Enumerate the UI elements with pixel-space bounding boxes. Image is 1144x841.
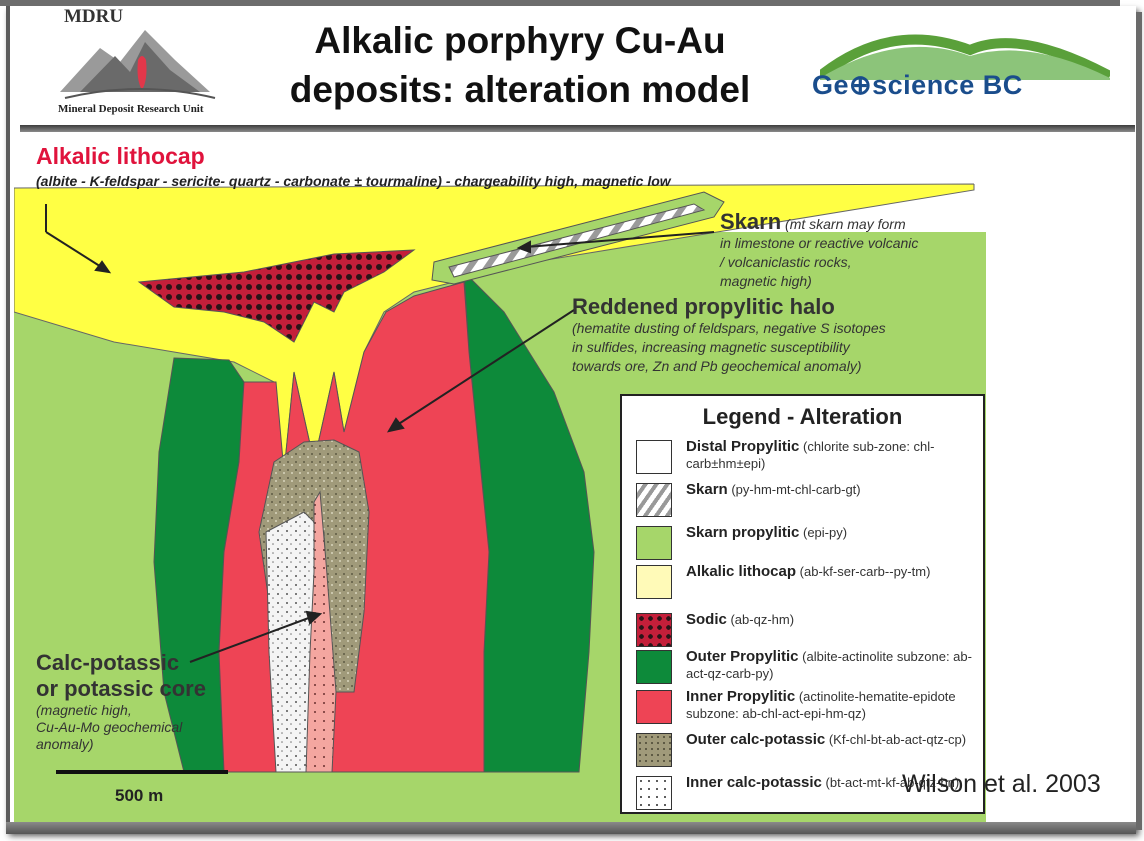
right-border <box>1136 12 1142 830</box>
legend-item-name: Skarn propylitic <box>686 524 799 541</box>
legend-item-desc: (Kf-chl-bt-ab-act-qtz-cp) <box>829 732 966 747</box>
legend-text: Skarn propylitic (epi-py) <box>686 524 976 541</box>
slide-title: Alkalic porphyry Cu-Au deposits: alterat… <box>240 16 800 114</box>
legend-swatch <box>636 733 672 767</box>
legend-item: Outer calc-potassic (Kf-chl-bt-ab-act-qt… <box>636 731 981 771</box>
legend-item-name: Sodic <box>686 611 727 628</box>
skarn-title: Skarn <box>720 209 781 234</box>
legend-item: Outer Propylitic (albite-actinolite subz… <box>636 648 981 688</box>
skarn-desc-1: (mt skarn may form <box>785 216 906 232</box>
halo-desc-2: in sulfides, increasing magnetic suscept… <box>572 338 886 357</box>
halo-desc-1: (hematite dusting of feldspars, negative… <box>572 319 886 338</box>
title-line-2: deposits: alteration model <box>240 65 800 114</box>
legend-item: Sodic (ab-qz-hm) <box>636 611 981 651</box>
skarn-desc-3: / volcaniclastic rocks, <box>720 254 851 270</box>
legend-item-desc: (py-hm-mt-chl-carb-gt) <box>731 482 860 497</box>
legend-item-name: Inner Propylitic <box>686 688 795 705</box>
legend-item: Skarn propylitic (epi-py) <box>636 524 981 564</box>
halo-label: Reddened propylitic halo (hematite dusti… <box>572 297 886 376</box>
citation: Wilson et al. 2003 <box>902 770 1101 799</box>
core-title-2: or potassic core <box>36 676 206 702</box>
legend-text: Distal Propylitic (chlorite sub-zone: ch… <box>686 438 976 472</box>
legend-item-name: Alkalic lithocap <box>686 563 796 580</box>
legend-swatch <box>636 613 672 647</box>
title-divider <box>20 125 1135 132</box>
legend-swatch <box>636 690 672 724</box>
legend-item-desc: (ab-qz-hm) <box>730 612 794 627</box>
legend-item: Skarn (py-hm-mt-chl-carb-gt) <box>636 481 981 521</box>
skarn-desc-2: in limestone or reactive volcanic <box>720 235 918 251</box>
halo-desc-3: towards ore, Zn and Pb geochemical anoma… <box>572 357 886 376</box>
mdru-logo-text: MDRU <box>64 6 123 28</box>
geoscience-bc-text: Ge⊕science BC <box>812 70 1023 101</box>
legend-item-name: Inner calc-potassic <box>686 774 822 791</box>
mountain-logo-icon <box>60 20 220 104</box>
legend-box: Legend - Alteration Distal Propylitic (c… <box>620 394 985 814</box>
top-border <box>0 0 1120 6</box>
core-desc-1: (magnetic high, <box>36 702 206 719</box>
lithocap-label: Alkalic lithocap <box>36 143 205 170</box>
legend-swatch <box>636 650 672 684</box>
legend-item-desc: (epi-py) <box>803 525 847 540</box>
scale-bar-label: 500 m <box>115 786 163 806</box>
legend-item-name: Distal Propylitic <box>686 438 799 455</box>
legend-swatch <box>636 483 672 517</box>
core-title-1: Calc-potassic <box>36 650 206 676</box>
halo-title: Reddened propylitic halo <box>572 297 886 316</box>
title-line-1: Alkalic porphyry Cu-Au <box>240 16 800 65</box>
legend-item: Alkalic lithocap (ab-kf-ser-carb--py-tm) <box>636 563 981 603</box>
lithocap-description: (albite - K-feldspar - sericite- quartz … <box>36 173 671 189</box>
core-label: Calc-potassic or potassic core (magnetic… <box>36 650 206 753</box>
legend-item-desc: (ab-kf-ser-carb--py-tm) <box>800 564 931 579</box>
legend-swatch <box>636 565 672 599</box>
legend-swatch <box>636 526 672 560</box>
legend-item: Inner Propylitic (actinolite-hematite-ep… <box>636 688 981 728</box>
legend-item-name: Skarn <box>686 481 728 498</box>
legend-swatch <box>636 776 672 810</box>
legend-text: Skarn (py-hm-mt-chl-carb-gt) <box>686 481 976 498</box>
legend-text: Sodic (ab-qz-hm) <box>686 611 976 628</box>
legend-text: Inner Propylitic (actinolite-hematite-ep… <box>686 688 976 722</box>
legend-text: Alkalic lithocap (ab-kf-ser-carb--py-tm) <box>686 563 976 580</box>
bottom-border <box>6 822 1136 834</box>
legend-item-name: Outer calc-potassic <box>686 731 825 748</box>
legend-item: Distal Propylitic (chlorite sub-zone: ch… <box>636 438 981 478</box>
core-desc-2: Cu-Au-Mo geochemical <box>36 719 206 736</box>
mdru-logo-subtext: Mineral Deposit Research Unit <box>58 103 204 115</box>
legend-text: Outer Propylitic (albite-actinolite subz… <box>686 648 976 682</box>
legend-swatch <box>636 440 672 474</box>
legend-item-name: Outer Propylitic <box>686 648 799 665</box>
skarn-desc-4: magnetic high) <box>720 273 812 289</box>
legend-title: Legend - Alteration <box>622 404 983 430</box>
core-desc-3: anomaly) <box>36 736 206 753</box>
legend-text: Outer calc-potassic (Kf-chl-bt-ab-act-qt… <box>686 731 976 748</box>
skarn-label: Skarn (mt skarn may form in limestone or… <box>720 212 918 291</box>
